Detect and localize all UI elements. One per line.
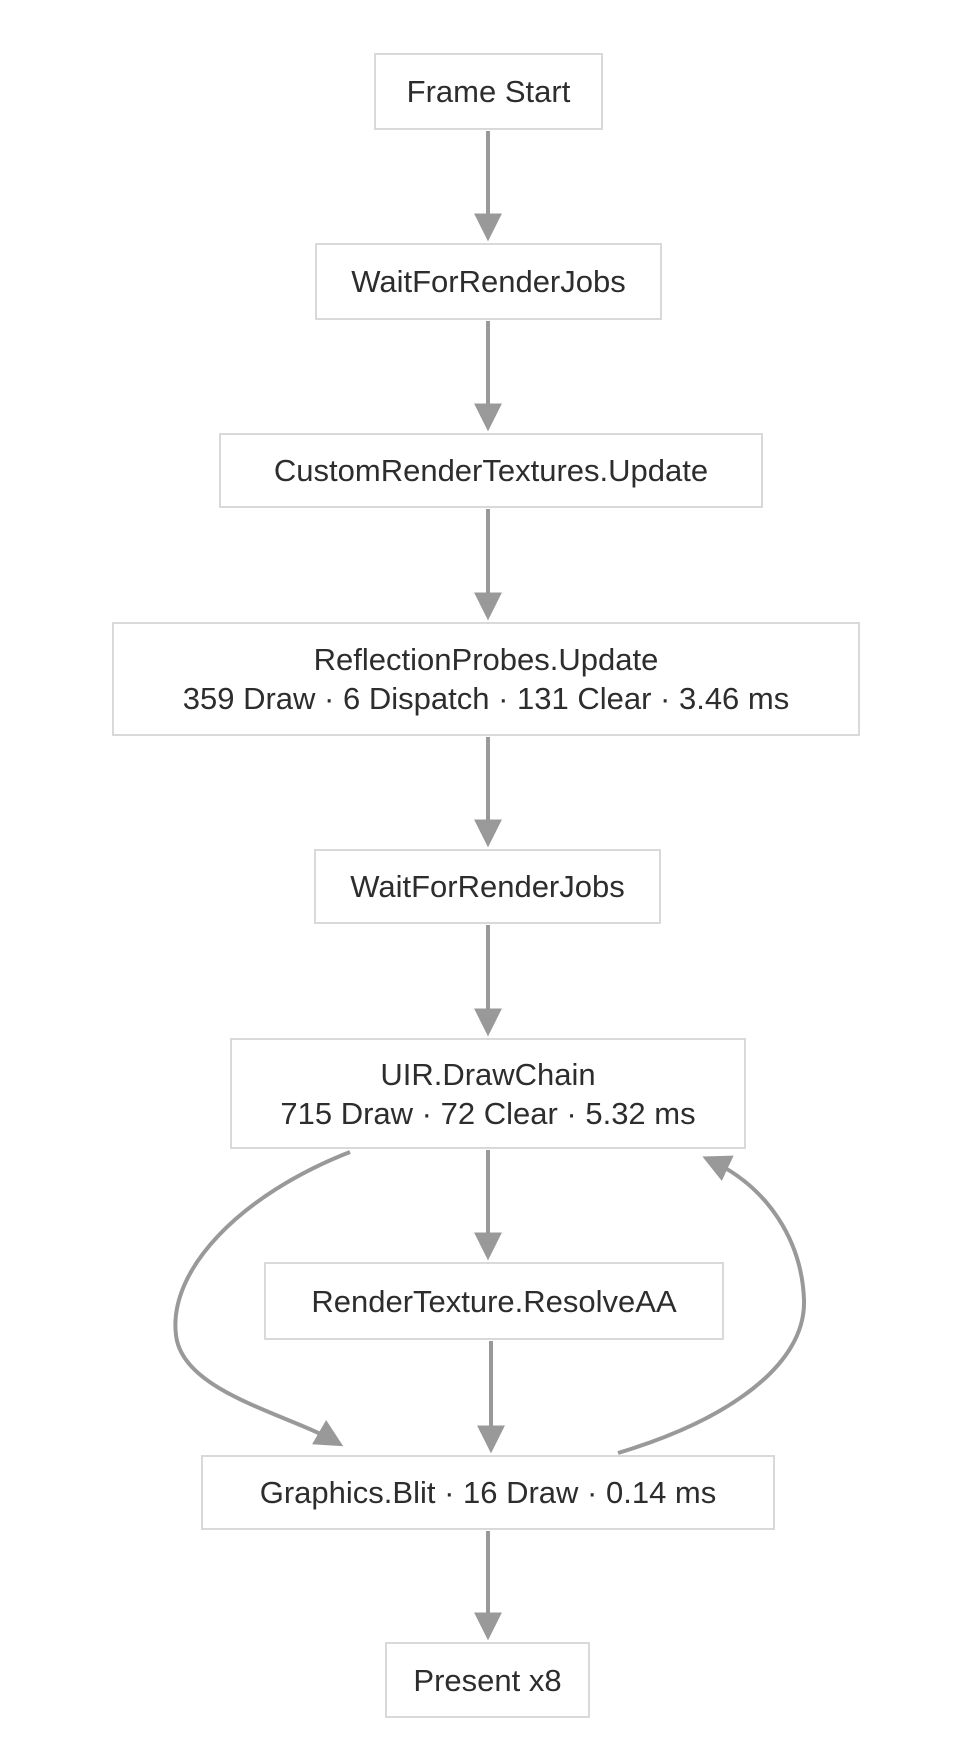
node-frame-start: Frame Start — [374, 53, 603, 130]
node-present: Present x8 — [385, 1642, 590, 1718]
node-custom-render-textures-update: CustomRenderTextures.Update — [219, 433, 763, 508]
node-graphics-blit: Graphics.Blit · 16 Draw · 0.14 ms — [201, 1455, 775, 1530]
node-uir-draw-chain-label: UIR.DrawChain — [380, 1056, 596, 1092]
node-render-texture-resolve-aa-label: RenderTexture.ResolveAA — [311, 1283, 677, 1319]
node-present-label: Present x8 — [413, 1662, 562, 1698]
node-reflection-probes-update-stats: 359 Draw · 6 Dispatch · 131 Clear · 3.46… — [182, 681, 790, 716]
edge-graphics-blit-to-uir-drawchain-back-loop — [617, 1155, 807, 1455]
node-wait-for-render-jobs-1-label: WaitForRenderJobs — [351, 264, 626, 299]
node-reflection-probes-update: ReflectionProbes.Update 359 Draw · 6 Dis… — [112, 622, 860, 736]
node-custom-render-textures-update-label: CustomRenderTextures.Update — [273, 453, 709, 488]
node-reflection-probes-update-label: ReflectionProbes.Update — [313, 642, 659, 677]
node-frame-start-label: Frame Start — [406, 74, 571, 109]
node-uir-draw-chain: UIR.DrawChain 715 Draw · 72 Clear · 5.32… — [230, 1038, 746, 1149]
edge-uir-drawchain-to-graphics-blit-left-loop — [173, 1150, 351, 1447]
node-render-texture-resolve-aa: RenderTexture.ResolveAA — [264, 1262, 724, 1340]
node-wait-for-render-jobs-2-label: WaitForRenderJobs — [350, 869, 625, 904]
node-wait-for-render-jobs-1: WaitForRenderJobs — [315, 243, 662, 320]
node-wait-for-render-jobs-2: WaitForRenderJobs — [314, 849, 661, 924]
node-graphics-blit-label: Graphics.Blit · 16 Draw · 0.14 ms — [259, 1475, 717, 1510]
node-uir-draw-chain-stats: 715 Draw · 72 Clear · 5.32 ms — [280, 1095, 696, 1131]
